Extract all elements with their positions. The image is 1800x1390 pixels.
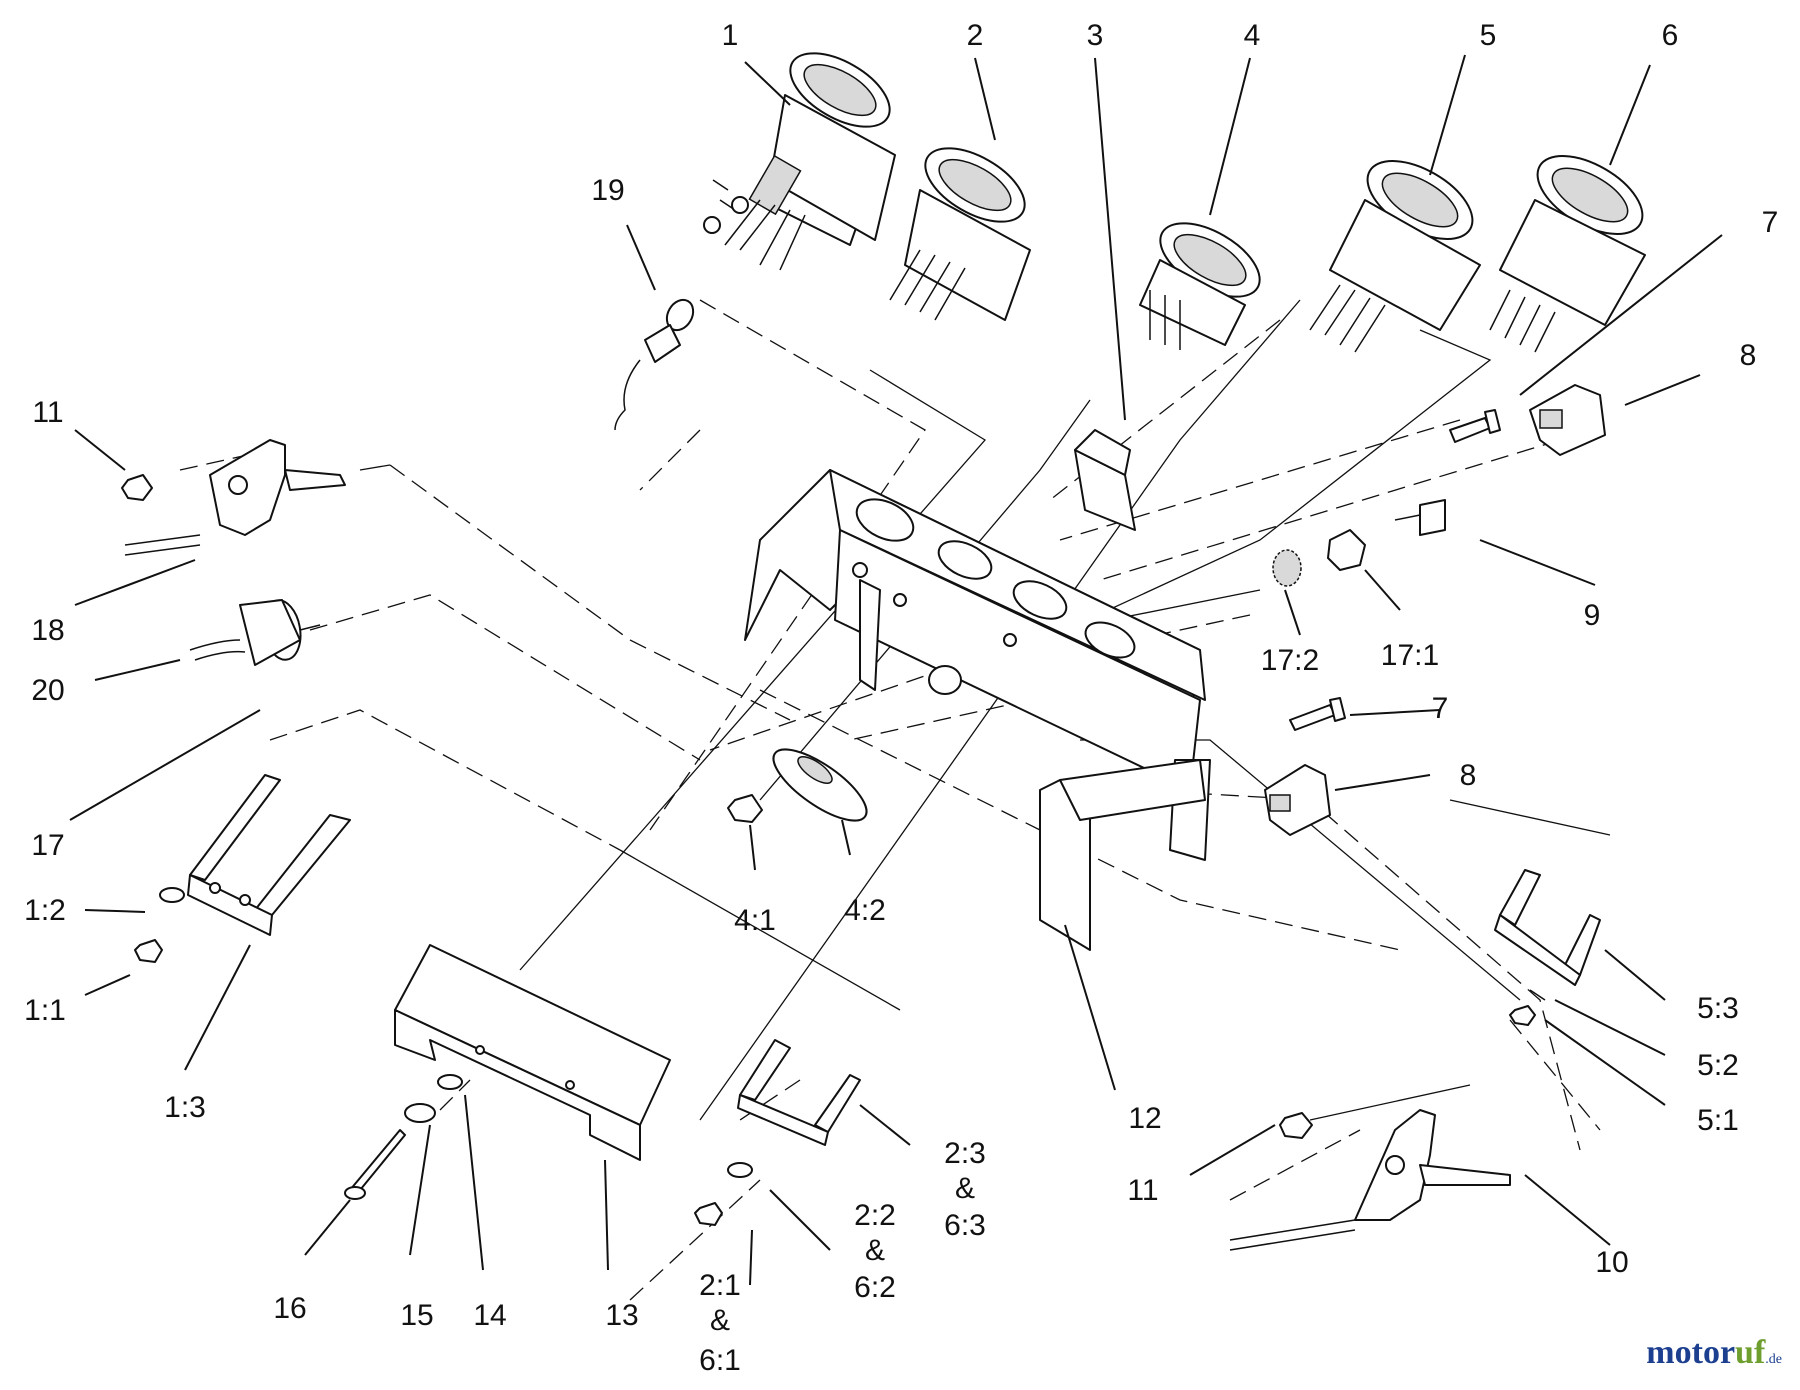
watermark-text-1: motor	[1646, 1334, 1736, 1371]
label-5-3: 5:3	[1697, 992, 1739, 1025]
label-10: 10	[1595, 1246, 1628, 1279]
label-2-2-a: 2:2	[854, 1199, 896, 1232]
bracket-18	[124, 439, 346, 556]
label-1-2: 1:2	[24, 894, 66, 927]
leader-lines	[69, 54, 1723, 1286]
bolt-7-lower	[1289, 697, 1346, 731]
nut-17-1	[1327, 529, 1366, 571]
callout-labels: 1 2 3 4 5 6 7 8 9 17:2 17:1 7 8 19 11 18…	[24, 19, 1778, 1377]
bracket-1-3	[187, 774, 351, 936]
gauge-1	[724, 52, 896, 271]
nut-4-1	[727, 794, 763, 823]
gauge-5	[1309, 160, 1481, 353]
label-2-1-c: 6:1	[699, 1344, 741, 1377]
washer-2-2	[727, 1162, 753, 1178]
label-7-lower: 7	[1432, 692, 1449, 725]
label-13: 13	[605, 1299, 638, 1332]
nut-5-1	[1509, 1005, 1536, 1026]
clip-5-2	[1529, 989, 1546, 1001]
label-11-lower: 11	[1127, 1174, 1158, 1207]
label-4-1: 4:1	[734, 904, 776, 937]
knob-8-lower	[1264, 764, 1331, 836]
gauge-6	[1489, 155, 1646, 353]
label-2-1-b: &	[710, 1304, 730, 1337]
switch-9	[1394, 499, 1446, 536]
label-17: 17	[31, 829, 64, 862]
label-5: 5	[1480, 19, 1497, 52]
label-7-upper: 7	[1762, 206, 1779, 239]
channel-13	[394, 944, 671, 1161]
nut-11-upper	[121, 474, 153, 501]
watermark-logo: motoruf.de	[1646, 1334, 1782, 1372]
label-19: 19	[591, 174, 624, 207]
panel-12	[744, 469, 1211, 951]
label-8-lower: 8	[1460, 759, 1477, 792]
label-14: 14	[473, 1299, 506, 1332]
label-20: 20	[31, 674, 64, 707]
label-1-1: 1:1	[24, 994, 66, 1027]
bezel-4-2	[772, 748, 868, 822]
washer-15	[404, 1103, 436, 1123]
knob-8-upper	[1529, 384, 1606, 456]
washer-1-2	[159, 887, 185, 903]
label-12: 12	[1128, 1102, 1161, 1135]
label-2-1-a: 2:1	[699, 1269, 741, 1302]
bracket-2-3	[737, 1039, 861, 1146]
washer-17-2	[1272, 549, 1302, 587]
label-1: 1	[722, 19, 739, 52]
label-9: 9	[1584, 599, 1601, 632]
label-6: 6	[1662, 19, 1679, 52]
watermark-text-2: uf	[1735, 1334, 1766, 1371]
gauge-4	[1139, 222, 1261, 350]
label-2-2-b: &	[865, 1234, 885, 1267]
label-2-3-c: 6:3	[944, 1209, 986, 1242]
nut-2-1	[694, 1202, 723, 1226]
washer-14	[437, 1074, 463, 1090]
switch-20	[189, 599, 321, 666]
label-16: 16	[273, 1292, 306, 1325]
label-4-2: 4:2	[844, 894, 886, 927]
label-3: 3	[1087, 19, 1104, 52]
bolt-7-upper	[1449, 409, 1501, 443]
nut-11-lower	[1279, 1112, 1313, 1139]
label-5-2: 5:2	[1697, 1049, 1739, 1082]
bracket-10	[1229, 1109, 1511, 1251]
label-2: 2	[967, 19, 984, 52]
label-2-2-c: 6:2	[854, 1271, 896, 1304]
nut-1-1	[134, 939, 163, 963]
bracket-3	[1074, 429, 1136, 531]
watermark-text-3: .de	[1765, 1352, 1782, 1367]
label-5-1: 5:1	[1697, 1104, 1739, 1137]
bracket-5-3	[1494, 869, 1601, 986]
label-18: 18	[31, 614, 64, 647]
label-4: 4	[1244, 19, 1261, 52]
label-15: 15	[400, 1299, 433, 1332]
label-17-2: 17:2	[1261, 644, 1319, 677]
label-11-upper: 11	[32, 396, 63, 429]
label-8-upper: 8	[1740, 339, 1757, 372]
label-1-3: 1:3	[164, 1091, 206, 1124]
screw-16	[344, 1129, 406, 1200]
bulb-socket-19	[614, 179, 749, 431]
label-17-1: 17:1	[1381, 639, 1439, 672]
label-2-3-b: &	[955, 1172, 975, 1205]
gauge-2	[889, 147, 1031, 321]
label-2-3-a: 2:3	[944, 1137, 986, 1170]
